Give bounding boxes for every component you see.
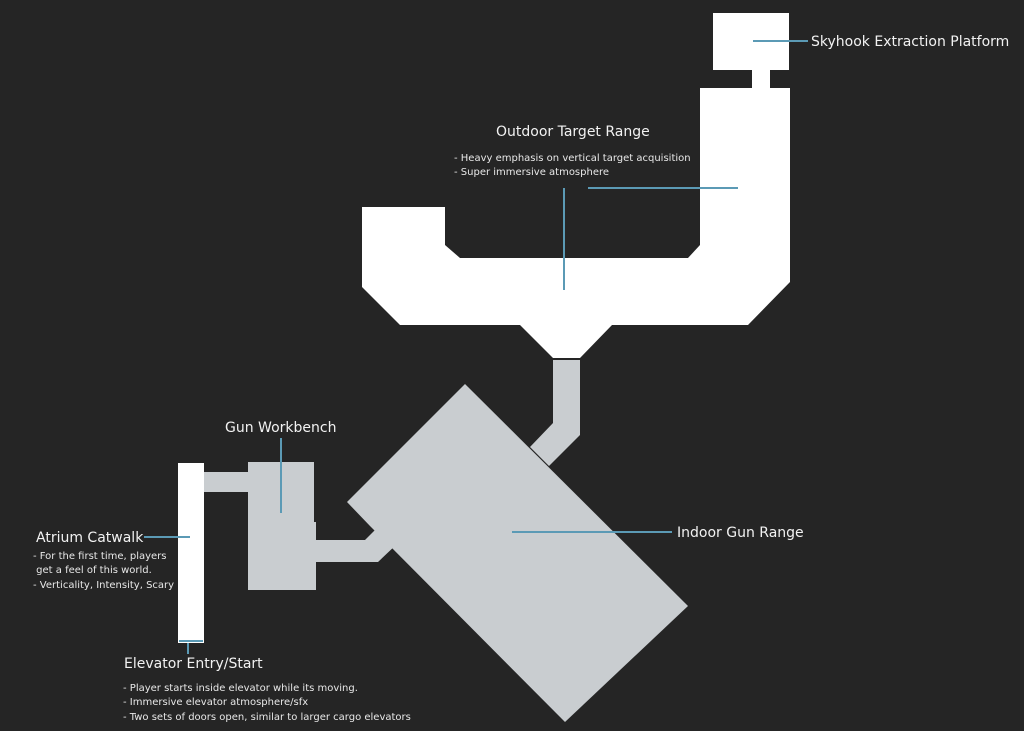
indoor-title: Indoor Gun Range <box>677 525 804 541</box>
atrium-title: Atrium Catwalk <box>36 530 144 546</box>
atrium-note: - Verticality, Intensity, Scary <box>33 580 174 591</box>
outdoor-indoor-corridor <box>530 360 580 466</box>
outdoor-title: Outdoor Target Range <box>496 124 650 140</box>
outdoor-note: - Heavy emphasis on vertical target acqu… <box>454 153 691 164</box>
workbench-title: Gun Workbench <box>225 420 336 436</box>
skyhook-connector <box>752 70 770 89</box>
outdoor-note: - Super immersive atmosphere <box>454 167 609 178</box>
outdoor-target-range <box>362 88 790 358</box>
elevator-note: - Two sets of doors open, similar to lar… <box>123 712 411 723</box>
indoor-gun-range <box>347 384 688 722</box>
elevator-title: Elevator Entry/Start <box>124 656 263 672</box>
workbench-range-corridor <box>313 525 398 562</box>
elevator-note: - Player starts inside elevator while it… <box>123 683 358 694</box>
atrium-catwalk <box>178 463 204 643</box>
elevator-note: - Immersive elevator atmosphere/sfx <box>123 697 308 708</box>
atrium-note: - For the first time, players <box>33 551 167 562</box>
atrium-note: get a feel of this world. <box>33 565 152 576</box>
skyhook-title: Skyhook Extraction Platform <box>811 34 1009 50</box>
gun-workbench-lower <box>248 522 316 590</box>
catwalk-workbench-corridor <box>204 472 250 492</box>
